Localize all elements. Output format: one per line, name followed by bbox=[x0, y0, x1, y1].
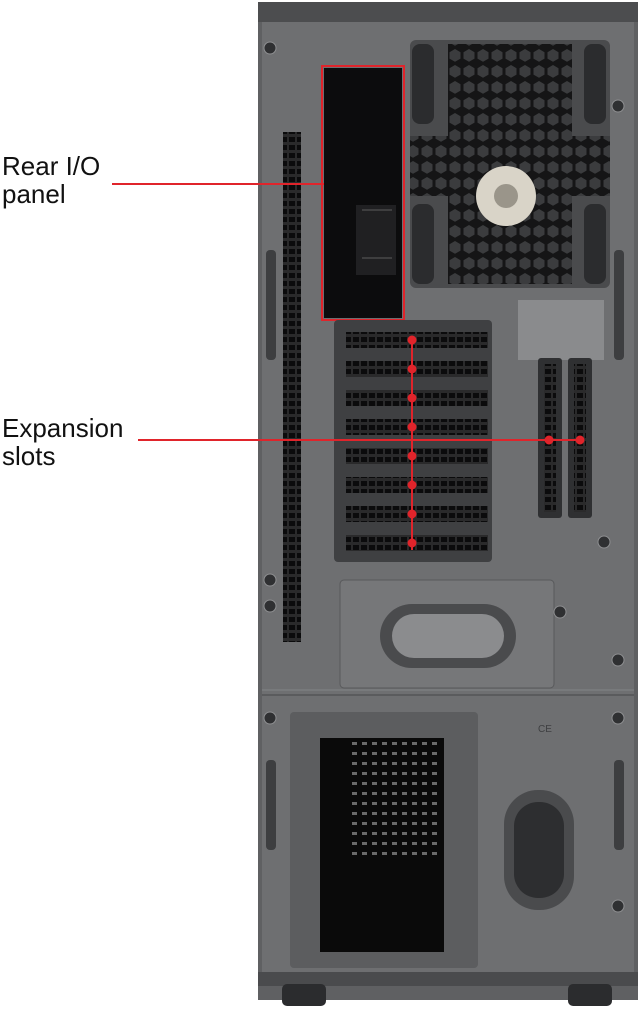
cable-grommet bbox=[504, 790, 574, 910]
expansion-slots-label: Expansion slots bbox=[2, 414, 123, 470]
slot-highlight-dot bbox=[407, 364, 417, 374]
screw bbox=[611, 99, 625, 113]
slot-cover bbox=[346, 535, 488, 551]
screw bbox=[611, 899, 625, 913]
expansion-highlight bbox=[407, 335, 585, 550]
expansion-slots-label-line1: Expansion bbox=[2, 413, 124, 443]
slot-cover bbox=[346, 361, 488, 377]
screw bbox=[263, 711, 277, 725]
screw bbox=[553, 605, 567, 619]
screw bbox=[263, 41, 277, 55]
case-feet bbox=[282, 984, 612, 1006]
rear-io-opening bbox=[324, 68, 402, 318]
side-vent bbox=[283, 132, 301, 642]
rear-fan bbox=[410, 40, 610, 288]
expansion-slots-label-line2: slots bbox=[2, 441, 56, 471]
screw bbox=[263, 573, 277, 587]
slot-cover bbox=[346, 332, 488, 348]
slot-highlight-dot bbox=[407, 451, 417, 461]
slot-cover bbox=[346, 506, 488, 522]
rear-io-label: Rear I/O panel bbox=[2, 152, 100, 208]
slot-cover bbox=[346, 419, 488, 435]
rear-io-label-line1: Rear I/O bbox=[2, 151, 101, 181]
screw bbox=[611, 653, 625, 667]
slot-cover bbox=[346, 390, 488, 406]
case-screws bbox=[263, 41, 625, 913]
slot-highlight-dot bbox=[407, 538, 417, 548]
side-handles bbox=[266, 250, 624, 850]
rear-io-label-line2: panel bbox=[2, 179, 66, 209]
screw bbox=[263, 599, 277, 613]
ce-mark: CE bbox=[538, 724, 552, 735]
slot-highlight-dot bbox=[407, 480, 417, 490]
slot-highlight-dot bbox=[407, 509, 417, 519]
slot-highlight-dot bbox=[407, 422, 417, 432]
slot-cover bbox=[346, 448, 488, 464]
slot-highlight-dot bbox=[407, 393, 417, 403]
psu-opening bbox=[290, 712, 478, 968]
slot-highlight-dot bbox=[407, 335, 417, 345]
slot-cover bbox=[346, 477, 488, 493]
screw bbox=[611, 711, 625, 725]
screw bbox=[597, 535, 611, 549]
leader-lines bbox=[112, 183, 580, 441]
lower-fan-mount bbox=[339, 579, 555, 689]
